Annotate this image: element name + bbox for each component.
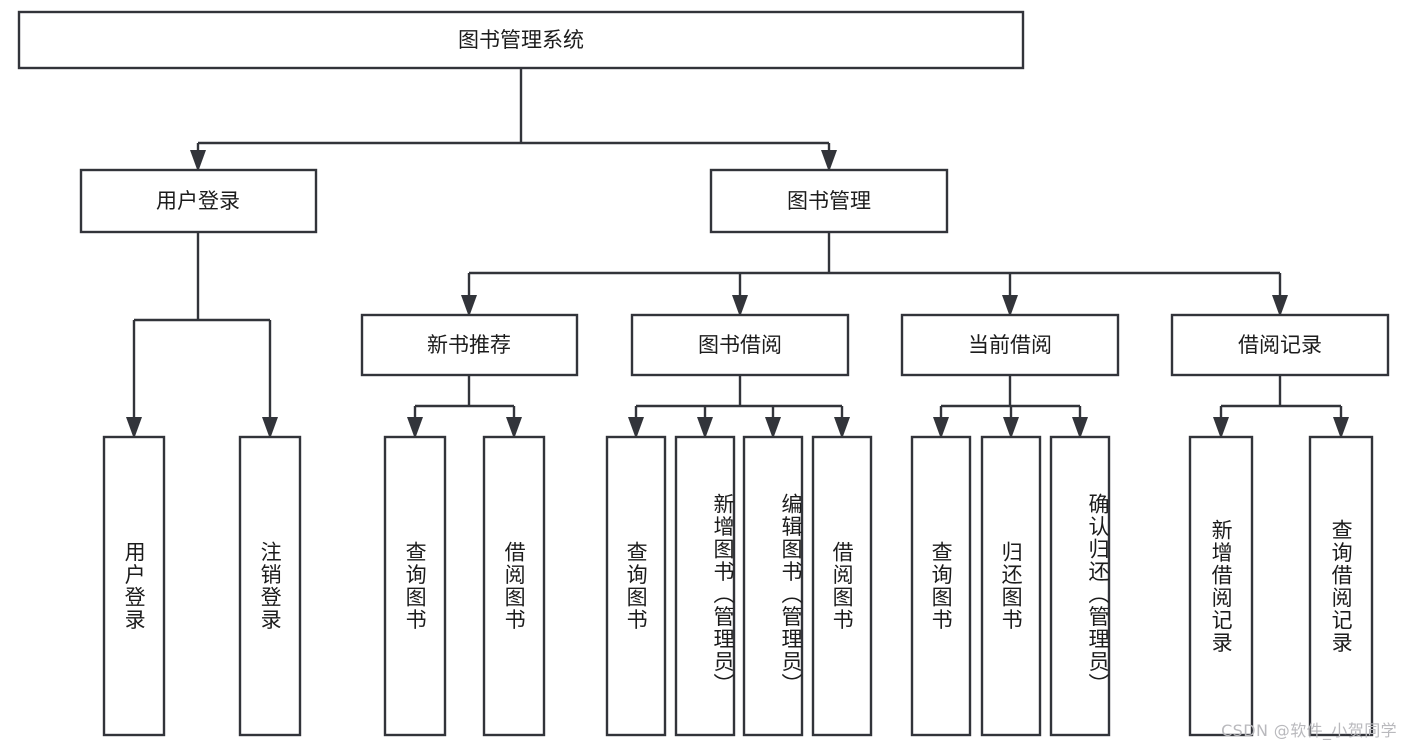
arrowhead-leaf-7: [765, 417, 781, 439]
node-user-login-label: 用户登录: [156, 189, 240, 213]
node-leaf-box-13[interactable]: [1308, 435, 1374, 737]
arrowhead-leaf-4: [506, 417, 522, 439]
arrowhead-user-login: [190, 150, 206, 172]
node-leaf-box-5[interactable]: [605, 435, 667, 737]
arrowhead-layer: [126, 150, 1349, 439]
node-book-borrow-label: 图书借阅: [698, 333, 782, 357]
arrowhead-leaf-12: [1213, 417, 1229, 439]
csdn-watermark: CSDN @软件_小贺同学: [1221, 721, 1397, 740]
arrowhead-new-book: [461, 295, 477, 317]
node-current-borrow-box[interactable]: [900, 313, 1120, 377]
arrowhead-leaf-10: [1003, 417, 1019, 439]
node-user-login-box[interactable]: [79, 168, 318, 234]
node-new-book-box[interactable]: [360, 313, 579, 377]
arrowhead-borrow-record: [1272, 295, 1288, 317]
node-current-borrow-label: 当前借阅: [968, 333, 1052, 357]
node-leaf-box-3[interactable]: [383, 435, 447, 737]
arrowhead-leaf-3: [407, 417, 423, 439]
node-leaf-box-4[interactable]: [482, 435, 546, 737]
node-leaf-box-8[interactable]: [811, 435, 873, 737]
node-leaf-box-6[interactable]: [674, 435, 736, 737]
node-book-manage-box[interactable]: [709, 168, 949, 234]
node-leaf-box-12[interactable]: [1188, 435, 1254, 737]
node-leaf-box-2[interactable]: [238, 435, 302, 737]
arrowhead-leaf-5: [628, 417, 644, 439]
node-root-box[interactable]: [17, 10, 1025, 70]
arrowhead-leaf-11: [1072, 417, 1088, 439]
node-borrow-record-label: 借阅记录: [1238, 333, 1322, 357]
arrowhead-book-borrow: [732, 295, 748, 317]
arrowhead-book-manage: [821, 150, 837, 172]
node-leaf-box-7[interactable]: [742, 435, 804, 737]
connector-layer: [132, 68, 1343, 419]
arrowhead-leaf-13: [1333, 417, 1349, 439]
node-leaf-box-9[interactable]: [910, 435, 972, 737]
node-root-label: 图书管理系统: [458, 28, 584, 52]
node-book-borrow-box[interactable]: [630, 313, 850, 377]
node-new-book-label: 新书推荐: [427, 333, 511, 357]
arrowhead-leaf-1: [126, 417, 142, 439]
arrowhead-leaf-9: [933, 417, 949, 439]
node-leaf-box-1[interactable]: [102, 435, 166, 737]
arrowhead-current-borrow: [1002, 295, 1018, 317]
node-leaf-box-11[interactable]: [1049, 435, 1111, 737]
arrowhead-leaf-2: [262, 417, 278, 439]
arrowhead-leaf-8: [834, 417, 850, 439]
node-book-manage-label: 图书管理: [787, 189, 871, 213]
arrowhead-leaf-6: [697, 417, 713, 439]
node-layer: 图书管理系统 用户登录 图书管理 新书推荐 图书借阅 当前借阅 借阅记录: [17, 10, 1390, 737]
node-leaf-box-10[interactable]: [980, 435, 1042, 737]
node-borrow-record-box[interactable]: [1170, 313, 1390, 377]
